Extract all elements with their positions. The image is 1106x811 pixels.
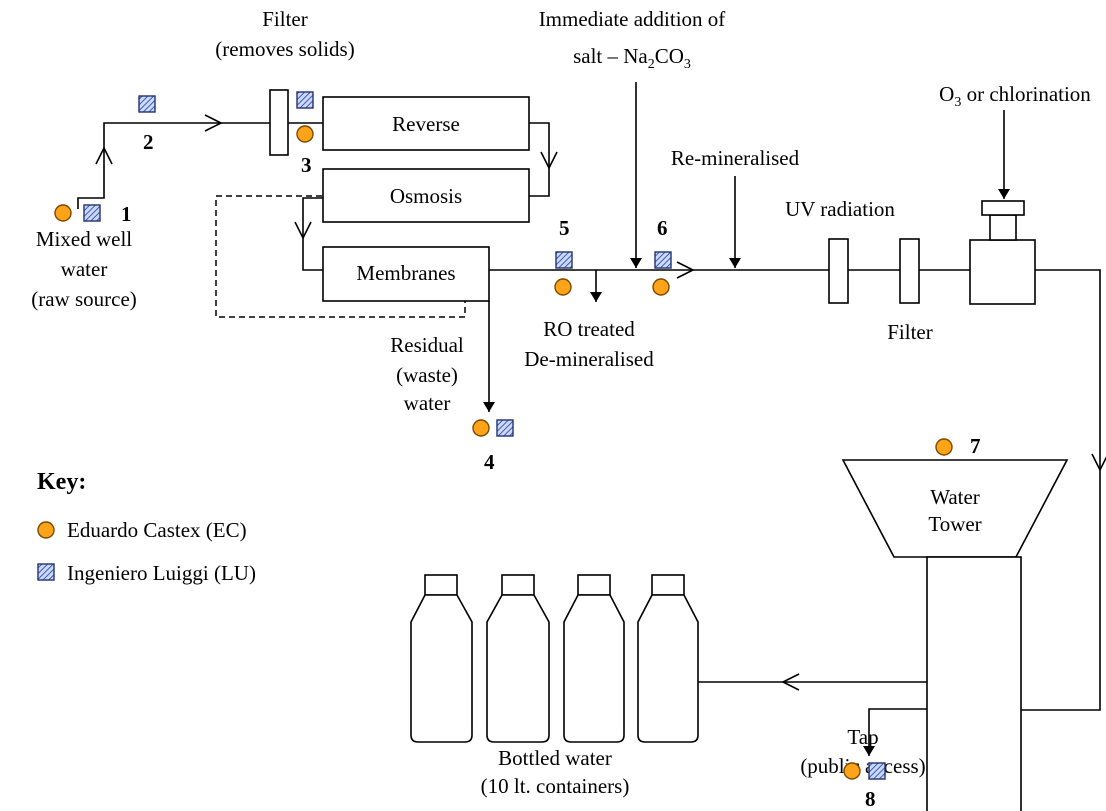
reverse-to-osmosis-pipe — [529, 122, 550, 197]
membranes-box — [322, 246, 490, 302]
bottled-label-line2: (10 lt. containers) — [481, 774, 630, 798]
point-2-label: 2 — [143, 130, 154, 154]
second-filter — [899, 238, 920, 304]
key-title: Key: — [37, 469, 86, 495]
salt-text-b: CO — [655, 44, 684, 68]
bottle-2 — [486, 574, 550, 743]
ozone-text-a: O — [939, 82, 954, 106]
ec-marker-5 — [554, 278, 572, 296]
osmosis-to-membranes-pipe — [302, 197, 323, 271]
source-label-line1: Mixed well — [36, 227, 132, 251]
osmosis-label: Osmosis — [390, 184, 462, 208]
residual-label-line3: water — [404, 391, 451, 415]
source-label-line2: water — [61, 257, 108, 281]
point-7-label: 7 — [970, 434, 981, 458]
lu-marker-2 — [138, 95, 156, 113]
salt-label-line1: Immediate addition of — [539, 7, 726, 31]
bottle-1 — [410, 574, 473, 743]
lu-marker-5 — [555, 251, 573, 269]
tap-label-line1: Tap — [847, 725, 878, 749]
point-8-label: 8 — [865, 787, 876, 811]
tower-feed-chevron-down — [1091, 453, 1106, 472]
point-4-label: 4 — [484, 450, 495, 474]
point-5-label: 5 — [559, 216, 570, 240]
membranes-label: Membranes — [356, 261, 455, 285]
recirculation-dashed-loop — [215, 195, 466, 318]
reverse-box — [322, 96, 530, 151]
reverse-chevron-down — [540, 151, 558, 170]
point-1-label: 1 — [121, 202, 132, 226]
bottled-label-line1: Bottled water — [498, 746, 612, 770]
salt-sub-1: 2 — [648, 57, 655, 72]
uv-device — [828, 238, 849, 304]
salt-label-line2: salt – Na2CO3 — [573, 44, 691, 72]
salt-sub-2: 3 — [684, 57, 691, 72]
tap-pipe — [863, 708, 927, 756]
inlet-chevron-right — [204, 114, 223, 132]
inlet-chevron-up — [95, 146, 113, 165]
ec-marker-6 — [652, 278, 670, 296]
to-tower-pipe — [1021, 269, 1101, 711]
key-lu-marker — [37, 563, 55, 581]
inlet-pipe — [77, 122, 270, 209]
source-label-line3: (raw source) — [31, 287, 137, 311]
lu-marker-4 — [496, 419, 514, 437]
bottle-4 — [637, 574, 699, 743]
tower-label-line2: Tower — [928, 512, 981, 536]
ozone-label: O3 or chlorination — [939, 82, 1091, 110]
filter-label-line1: Filter — [262, 7, 308, 31]
filter-label-line2: (removes solids) — [215, 37, 354, 61]
residual-label-line2: (waste) — [396, 363, 458, 387]
tower-label-line1: Water — [930, 485, 980, 509]
bottles-chevron-left — [781, 673, 800, 691]
chlorination-neck — [989, 214, 1017, 241]
remineralised-label: Re-mineralised — [671, 146, 800, 170]
ozone-sub: 3 — [954, 95, 961, 110]
tap-label-line2: (public access) — [800, 754, 925, 778]
ec-marker-3 — [296, 125, 314, 143]
lu-marker-8 — [868, 762, 886, 780]
chlorination-cap — [981, 200, 1025, 216]
main-chevron-right — [676, 261, 695, 279]
lu-marker-3 — [296, 91, 314, 109]
ro-label-line1: RO treated — [543, 317, 635, 341]
ec-marker-7 — [935, 438, 953, 456]
ec-marker-4 — [472, 419, 490, 437]
bottle-3 — [563, 574, 625, 743]
inlet-filter — [269, 89, 289, 156]
water-tower-column — [926, 556, 1022, 811]
key-ec-label: Eduardo Castex (EC) — [67, 518, 247, 542]
ro-label-line2: De-mineralised — [524, 347, 654, 371]
ec-marker-8 — [843, 762, 861, 780]
osmosis-box — [322, 168, 530, 223]
salt-text-a: salt – Na — [573, 44, 648, 68]
chlorination-unit — [969, 239, 1036, 305]
point-6-label: 6 — [657, 216, 668, 240]
reverse-label: Reverse — [392, 112, 460, 136]
key-ec-marker — [37, 521, 55, 539]
lu-marker-1 — [83, 204, 101, 222]
uv-label: UV radiation — [785, 197, 895, 221]
lu-marker-6 — [654, 251, 672, 269]
second-filter-label: Filter — [887, 320, 933, 344]
ozone-text-b: or chlorination — [961, 82, 1091, 106]
residual-label-line1: Residual — [390, 333, 464, 357]
ec-marker-1 — [54, 204, 72, 222]
osmosis-chevron-down — [294, 221, 312, 240]
point-3-label: 3 — [301, 153, 312, 177]
key-lu-label: Ingeniero Luiggi (LU) — [67, 561, 256, 585]
